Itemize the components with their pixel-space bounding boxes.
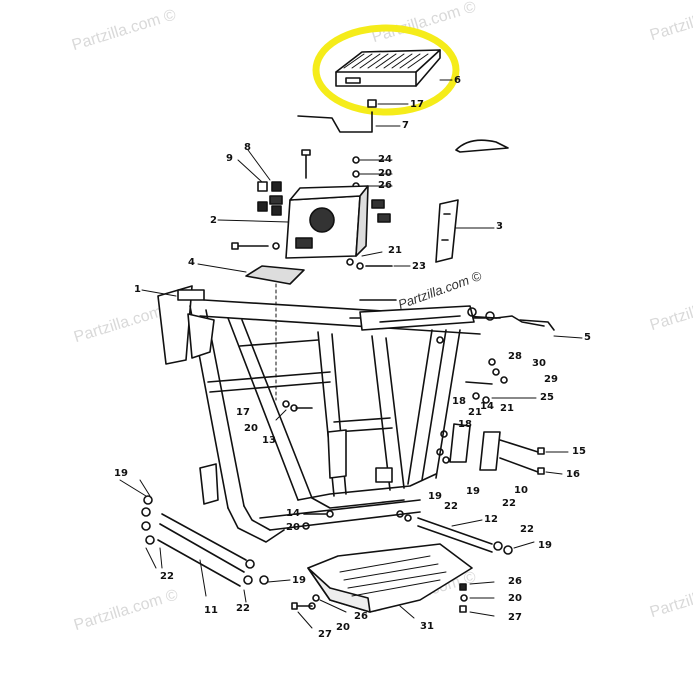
callout-7: 7 <box>402 120 409 131</box>
callout-5: 5 <box>584 332 591 343</box>
part-17-nut[interactable] <box>367 99 377 108</box>
callout-11: 11 <box>204 605 218 616</box>
callout-16: 16 <box>566 469 580 480</box>
skid-fasteners-right[interactable] <box>459 581 495 617</box>
callout-19: 19 <box>466 486 480 497</box>
callout-21: 21 <box>388 245 402 256</box>
callout-25: 25 <box>540 392 554 403</box>
callout-10: 10 <box>514 485 528 496</box>
callout-20: 20 <box>378 168 392 179</box>
part-6-battery-tray[interactable] <box>335 49 441 87</box>
part-12-rod[interactable] <box>396 510 535 555</box>
part-14-20-bolt[interactable] <box>302 510 334 530</box>
callout-27: 27 <box>318 629 332 640</box>
callout-15: 15 <box>572 446 586 457</box>
left-washer-stack[interactable] <box>119 479 163 569</box>
part-2-battery-box[interactable] <box>269 185 391 259</box>
callout-6: 6 <box>454 75 461 86</box>
part-11-rods[interactable] <box>157 513 291 603</box>
callout-20: 20 <box>244 423 258 434</box>
callout-20: 20 <box>286 522 300 533</box>
callout-22: 22 <box>444 501 458 512</box>
callout-18: 18 <box>452 396 466 407</box>
part-31-skid-plate[interactable] <box>307 543 473 613</box>
callout-30: 30 <box>532 358 546 369</box>
callout-14: 14 <box>286 508 300 519</box>
callout-19: 19 <box>428 491 442 502</box>
part-3-bracket[interactable] <box>435 199 459 263</box>
callout-31: 31 <box>420 621 434 632</box>
part-7-rod[interactable] <box>297 111 373 133</box>
callout-27: 27 <box>508 612 522 623</box>
callout-14: 14 <box>480 401 494 412</box>
part-4-pad[interactable] <box>245 265 305 285</box>
callout-22: 22 <box>236 603 250 614</box>
callout-8: 8 <box>244 142 251 153</box>
callout-19: 19 <box>114 468 128 479</box>
frame-bolts-left[interactable] <box>275 400 313 421</box>
callout-20: 20 <box>508 593 522 604</box>
callout-1: 1 <box>134 284 141 295</box>
callout-18: 18 <box>458 419 472 430</box>
part-21-23-bolts[interactable] <box>346 251 411 270</box>
callout-4: 4 <box>188 257 195 268</box>
callout-12: 12 <box>484 514 498 525</box>
callout-9: 9 <box>226 153 233 164</box>
callout-24: 24 <box>378 154 392 165</box>
callout-20: 20 <box>336 622 350 633</box>
callout-2: 2 <box>210 215 217 226</box>
callout-23: 23 <box>412 261 426 272</box>
callout-26: 26 <box>378 180 392 191</box>
callout-22: 22 <box>160 571 174 582</box>
callout-22: 22 <box>502 498 516 509</box>
callout-21: 21 <box>500 403 514 414</box>
callout-19: 19 <box>292 575 306 586</box>
callout-26: 26 <box>354 611 368 622</box>
right-fasteners-upper[interactable] <box>465 358 537 404</box>
callout-21: 21 <box>468 407 482 418</box>
callout-26: 26 <box>508 576 522 587</box>
callout-17: 17 <box>410 99 424 110</box>
emblem-plate[interactable] <box>455 139 509 153</box>
callout-13: 13 <box>262 435 276 446</box>
callout-28: 28 <box>508 351 522 362</box>
right-plate-bolts[interactable] <box>436 423 569 475</box>
callout-3: 3 <box>496 221 503 232</box>
callout-17: 17 <box>236 407 250 418</box>
highlight-circle <box>312 24 460 116</box>
callout-22: 22 <box>520 524 534 535</box>
callout-19: 19 <box>538 540 552 551</box>
skid-fasteners-left[interactable] <box>291 594 347 629</box>
main-frame[interactable] <box>157 285 555 543</box>
callout-29: 29 <box>544 374 558 385</box>
box-mount-bolt[interactable] <box>231 242 280 250</box>
part-8-9-fasteners[interactable] <box>237 149 282 216</box>
